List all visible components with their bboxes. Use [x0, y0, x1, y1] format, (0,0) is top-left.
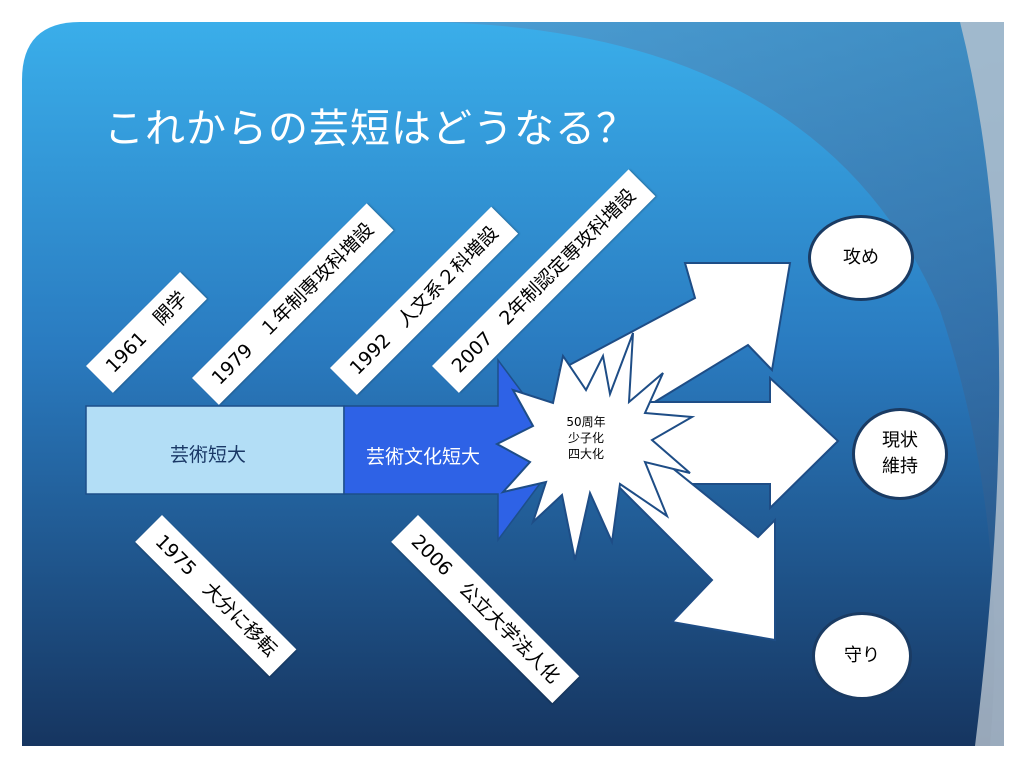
background-swoosh [430, 22, 1004, 746]
milestone-label-1975: 1975 大分に移転 [135, 515, 297, 677]
milestone-label-2006: 2006 公立大学法人化 [391, 515, 580, 704]
slide-title: これからの芸短はどうなる？ [104, 106, 637, 152]
background-swoosh-edge [960, 22, 1004, 746]
outcome-attack-label: 攻め [843, 247, 879, 268]
burst-line-university: 四大化 [567, 447, 604, 461]
milestone-label-1961: 1961 開学 [86, 271, 208, 393]
outcome-attack-circle: 攻め [808, 215, 914, 301]
burst-line-anniversary: 50周年 [566, 415, 606, 429]
outcome-defend-circle: 守り [812, 612, 912, 700]
outcome-maintain-text: 現状 維持 [882, 428, 918, 480]
bar-label-bunka: 芸術文化短大 [366, 446, 481, 468]
bar-label-geijutsu: 芸術短大 [170, 444, 247, 466]
outcome-maintain-circle: 現状 維持 [852, 408, 948, 500]
burst-shape [494, 332, 696, 561]
outcome-defend-label: 守り [844, 645, 880, 666]
outcome-maintain-line2: 維持 [882, 456, 918, 477]
burst-text: 50周年 少子化 四大化 [548, 414, 624, 462]
bar-segment-geijutsu [85, 405, 345, 495]
outcome-maintain-line1: 現状 [882, 430, 918, 451]
burst-line-birthrate: 少子化 [567, 431, 604, 445]
bar-segment-bunka-arrow [343, 357, 566, 543]
